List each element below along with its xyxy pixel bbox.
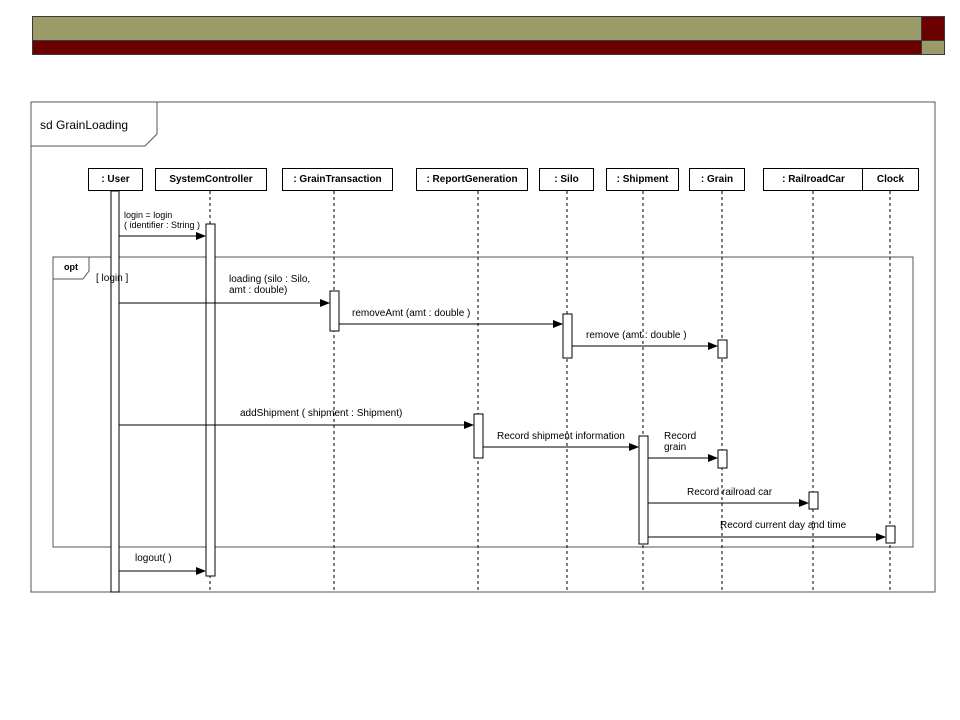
lifeline-head-systemcontroller: SystemController bbox=[155, 168, 267, 191]
header-accent-top bbox=[921, 16, 945, 41]
opt-tag-box bbox=[53, 257, 90, 280]
activation-systemcontroller bbox=[205, 223, 216, 577]
message-label-addshipment: addShipment ( shipment : Shipment) bbox=[240, 408, 403, 419]
message-label-removeamt: removeAmt (amt : double ) bbox=[352, 308, 471, 319]
opt-guard: [ login ] bbox=[96, 273, 129, 284]
lifeline-head-silo: : Silo bbox=[539, 168, 594, 191]
header-accent-bottom bbox=[921, 40, 945, 55]
lifeline-head-graintransaction: : GrainTransaction bbox=[282, 168, 393, 191]
activation-silo bbox=[562, 313, 573, 359]
activation-graintransaction bbox=[329, 290, 340, 332]
frame-title-tab bbox=[31, 102, 158, 147]
opt-operator: opt bbox=[64, 262, 78, 272]
message-label-record-grain: Record grain bbox=[664, 431, 697, 453]
activation-user bbox=[110, 190, 120, 593]
activation-grain-2 bbox=[717, 449, 728, 469]
activation-clock bbox=[885, 525, 896, 544]
lifeline-head-shipment: : Shipment bbox=[606, 168, 679, 191]
lifeline-head-reportgeneration: : ReportGeneration bbox=[416, 168, 528, 191]
lifeline-head-clock: Clock bbox=[862, 168, 919, 191]
activation-shipment bbox=[638, 435, 649, 545]
activation-railroadcar bbox=[808, 491, 819, 510]
frame-title: sd GrainLoading bbox=[40, 118, 129, 132]
message-label-record-railroad: Record railroad car bbox=[687, 487, 773, 498]
lifeline-head-railroadcar: : RailroadCar bbox=[763, 168, 864, 191]
message-label-login: login = login ( identifier : String ) bbox=[124, 210, 201, 230]
diagram-frame bbox=[30, 101, 936, 593]
activation-reportgeneration bbox=[473, 413, 484, 459]
lifeline-head-user: : User bbox=[88, 168, 143, 191]
message-label-record-shipment: Record shipment information bbox=[497, 431, 625, 442]
activation-grain-1 bbox=[717, 339, 728, 359]
message-label-loading: loading (silo : Silo, amt : double) bbox=[229, 274, 311, 296]
message-label-logout: logout( ) bbox=[135, 553, 172, 564]
opt-fragment bbox=[52, 256, 914, 548]
message-label-record-day: Record current day and time bbox=[720, 520, 847, 531]
lifeline-head-grain: : Grain bbox=[689, 168, 745, 191]
message-label-remove: remove (amt : double ) bbox=[586, 330, 687, 341]
